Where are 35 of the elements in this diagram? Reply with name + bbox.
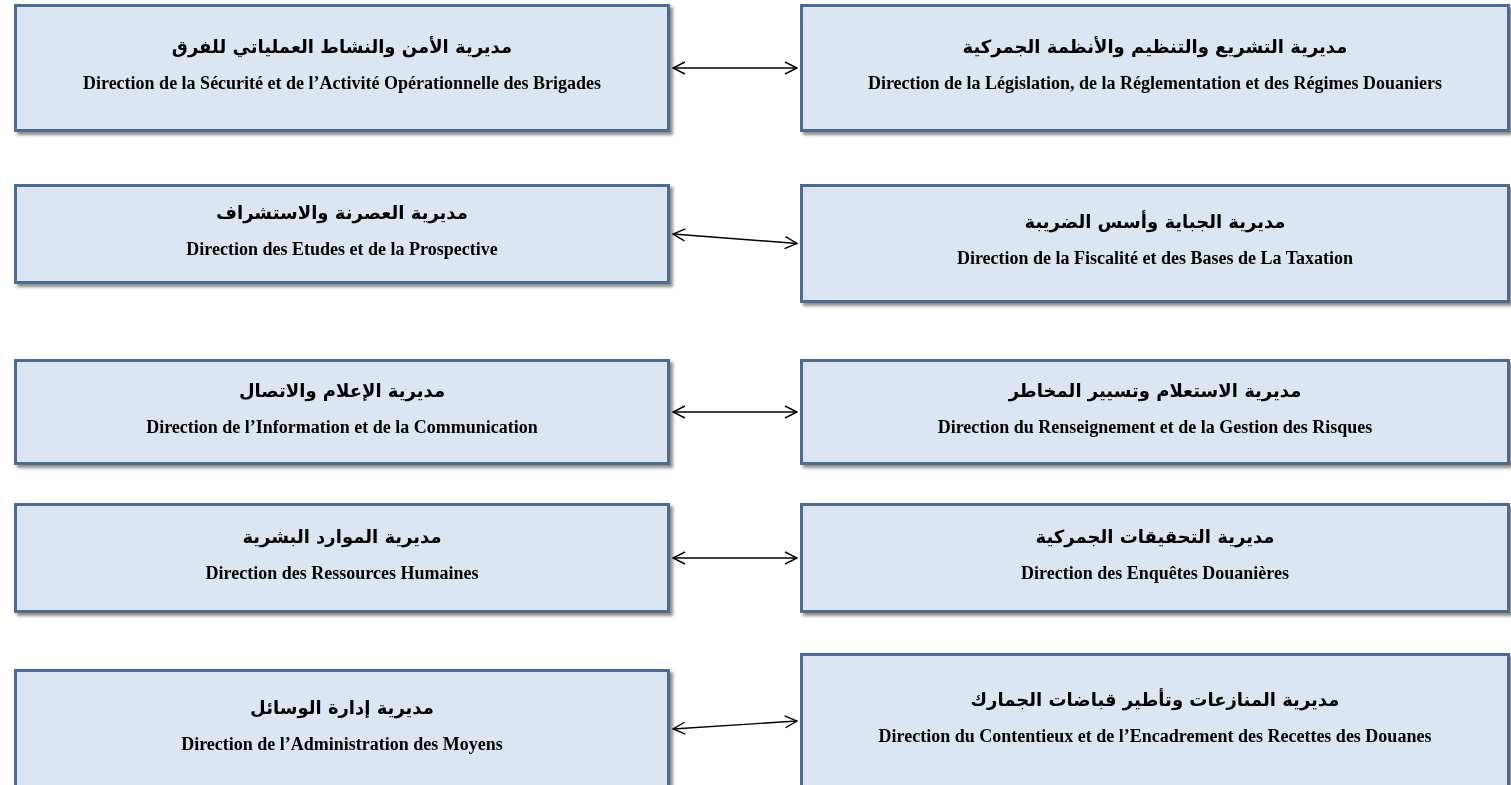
- direction-box: [800, 4, 1510, 132]
- arrow: [672, 228, 798, 250]
- direction-box: [800, 359, 1510, 465]
- arabic-title: مديرية العصرنة والاستشراف: [216, 201, 468, 223]
- direction-box: [14, 184, 670, 284]
- arabic-title: مديرية الإعلام والاتصال: [238, 379, 446, 401]
- french-title: Direction de la Législation, de la Réglementation et des Régimes Douaniers: [867, 71, 1443, 95]
- french-title: Direction de la Fiscalité et des Bases de La Taxation: [956, 247, 1354, 270]
- arabic-title: مديرية الأمن والنشاط العملياتي للفرق: [171, 35, 513, 57]
- arabic-title: مديرية إدارة الوسائل: [250, 696, 434, 718]
- french-title: Direction des Ressources Humaines: [205, 561, 479, 585]
- arrow: [672, 551, 798, 565]
- arrow: [672, 715, 798, 735]
- french-title: Direction de l’Administration des Moyens: [181, 732, 503, 756]
- arabic-title: مديرية المنازعات وتأطير قباضات الجمارك: [970, 688, 1340, 710]
- direction-box: [800, 184, 1510, 303]
- french-title: Direction de l’Information et de la Communication: [146, 415, 538, 439]
- arabic-title: مديرية التحقيقات الجمركية: [1035, 525, 1275, 547]
- french-title: Direction du Contentieux et de l’Encadrement des Recettes des Douanes: [878, 724, 1432, 748]
- direction-box: [14, 359, 670, 465]
- french-title: Direction des Etudes et de la Prospective: [186, 237, 498, 261]
- french-title: Direction des Enquêtes Douanières: [1021, 561, 1289, 585]
- arrow: [672, 405, 798, 419]
- direction-box: [800, 503, 1510, 613]
- direction-box: [800, 653, 1510, 785]
- arabic-title: مديرية التشريع والتنظيم والأنظمة الجمركية: [962, 35, 1348, 57]
- direction-box: [14, 669, 670, 785]
- arabic-title: مديرية الموارد البشرية: [242, 525, 442, 547]
- direction-box: [14, 503, 670, 613]
- arabic-title: مديرية الجباية وأسس الضريبة: [1024, 211, 1286, 232]
- french-title: Direction de la Sécurité et de l’Activité Opérationnelle des Brigades: [82, 71, 602, 95]
- direction-box: [14, 4, 670, 132]
- arrow: [672, 61, 798, 75]
- arabic-title: مديرية الاستعلام وتسيير المخاطر: [1008, 379, 1302, 401]
- french-title: Direction du Renseignement et de la Gestion des Risques: [937, 415, 1373, 439]
